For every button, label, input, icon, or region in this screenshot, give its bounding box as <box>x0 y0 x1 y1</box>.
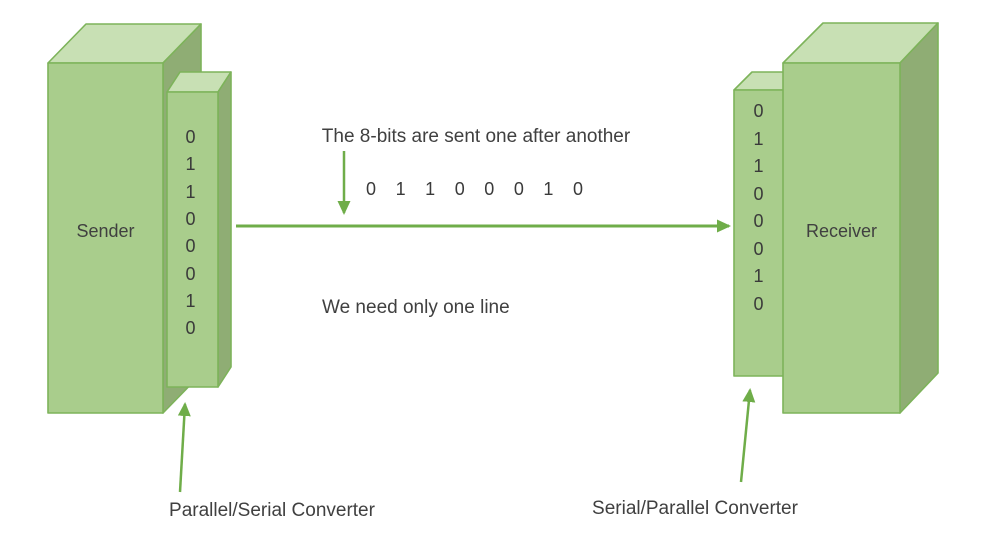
receiver-label: Receiver <box>805 221 878 241</box>
bit-cell: 1 <box>753 266 764 287</box>
receiver-box-side-face <box>899 22 939 414</box>
parallel-serial-converter-box <box>166 71 232 388</box>
serial-bit: 0 <box>572 179 583 199</box>
serial-bit: 0 <box>366 179 377 199</box>
receiver-converter-bits: 0 1 1 0 0 0 1 0 <box>734 98 783 318</box>
bit-cell: 1 <box>753 156 764 177</box>
serial-bit: 1 <box>543 179 554 199</box>
sender-converter-side-face <box>217 71 232 388</box>
sender-converter-bits: 0 1 1 0 0 0 1 0 <box>165 124 216 342</box>
top-note: The 8-bits are sent one after another <box>321 126 631 147</box>
serial-parallel-converter-label: Serial/Parallel Converter <box>592 498 798 519</box>
bit-cell: 0 <box>185 127 196 148</box>
bit-cell: 1 <box>185 181 196 202</box>
serial-bit: 0 <box>484 179 495 199</box>
parallel-serial-converter-label: Parallel/Serial Converter <box>169 500 375 521</box>
bottom-note: We need only one line <box>322 297 510 318</box>
bit-cell: 0 <box>753 183 764 204</box>
receiver-box <box>782 22 939 414</box>
serial-bit: 0 <box>513 179 524 199</box>
bit-cell: 1 <box>185 154 196 175</box>
serial-bit: 1 <box>425 179 436 199</box>
serial-parallel-pointer-arrow <box>739 388 756 483</box>
bit-cell: 0 <box>753 238 764 259</box>
serial-bit: 0 <box>454 179 465 199</box>
serial-bits-row: 0 1 1 0 0 0 1 0 <box>366 179 583 200</box>
bit-cell: 0 <box>753 293 764 314</box>
bit-cell: 0 <box>185 318 196 339</box>
bit-cell: 0 <box>185 209 196 230</box>
parallel-serial-pointer-arrow <box>177 402 191 493</box>
bit-cell: 0 <box>753 101 764 122</box>
receiver-box-front-face <box>782 62 901 414</box>
sender-box-front-face <box>47 62 164 414</box>
bit-cell: 0 <box>185 236 196 257</box>
bit-cell: 1 <box>185 290 196 311</box>
bit-cell: 0 <box>185 263 196 284</box>
sender-label: Sender <box>76 221 135 241</box>
sender-converter-front-face <box>166 91 219 388</box>
bit-cell: 1 <box>753 128 764 149</box>
bit-cell: 0 <box>753 211 764 232</box>
serial-bit: 1 <box>395 179 406 199</box>
